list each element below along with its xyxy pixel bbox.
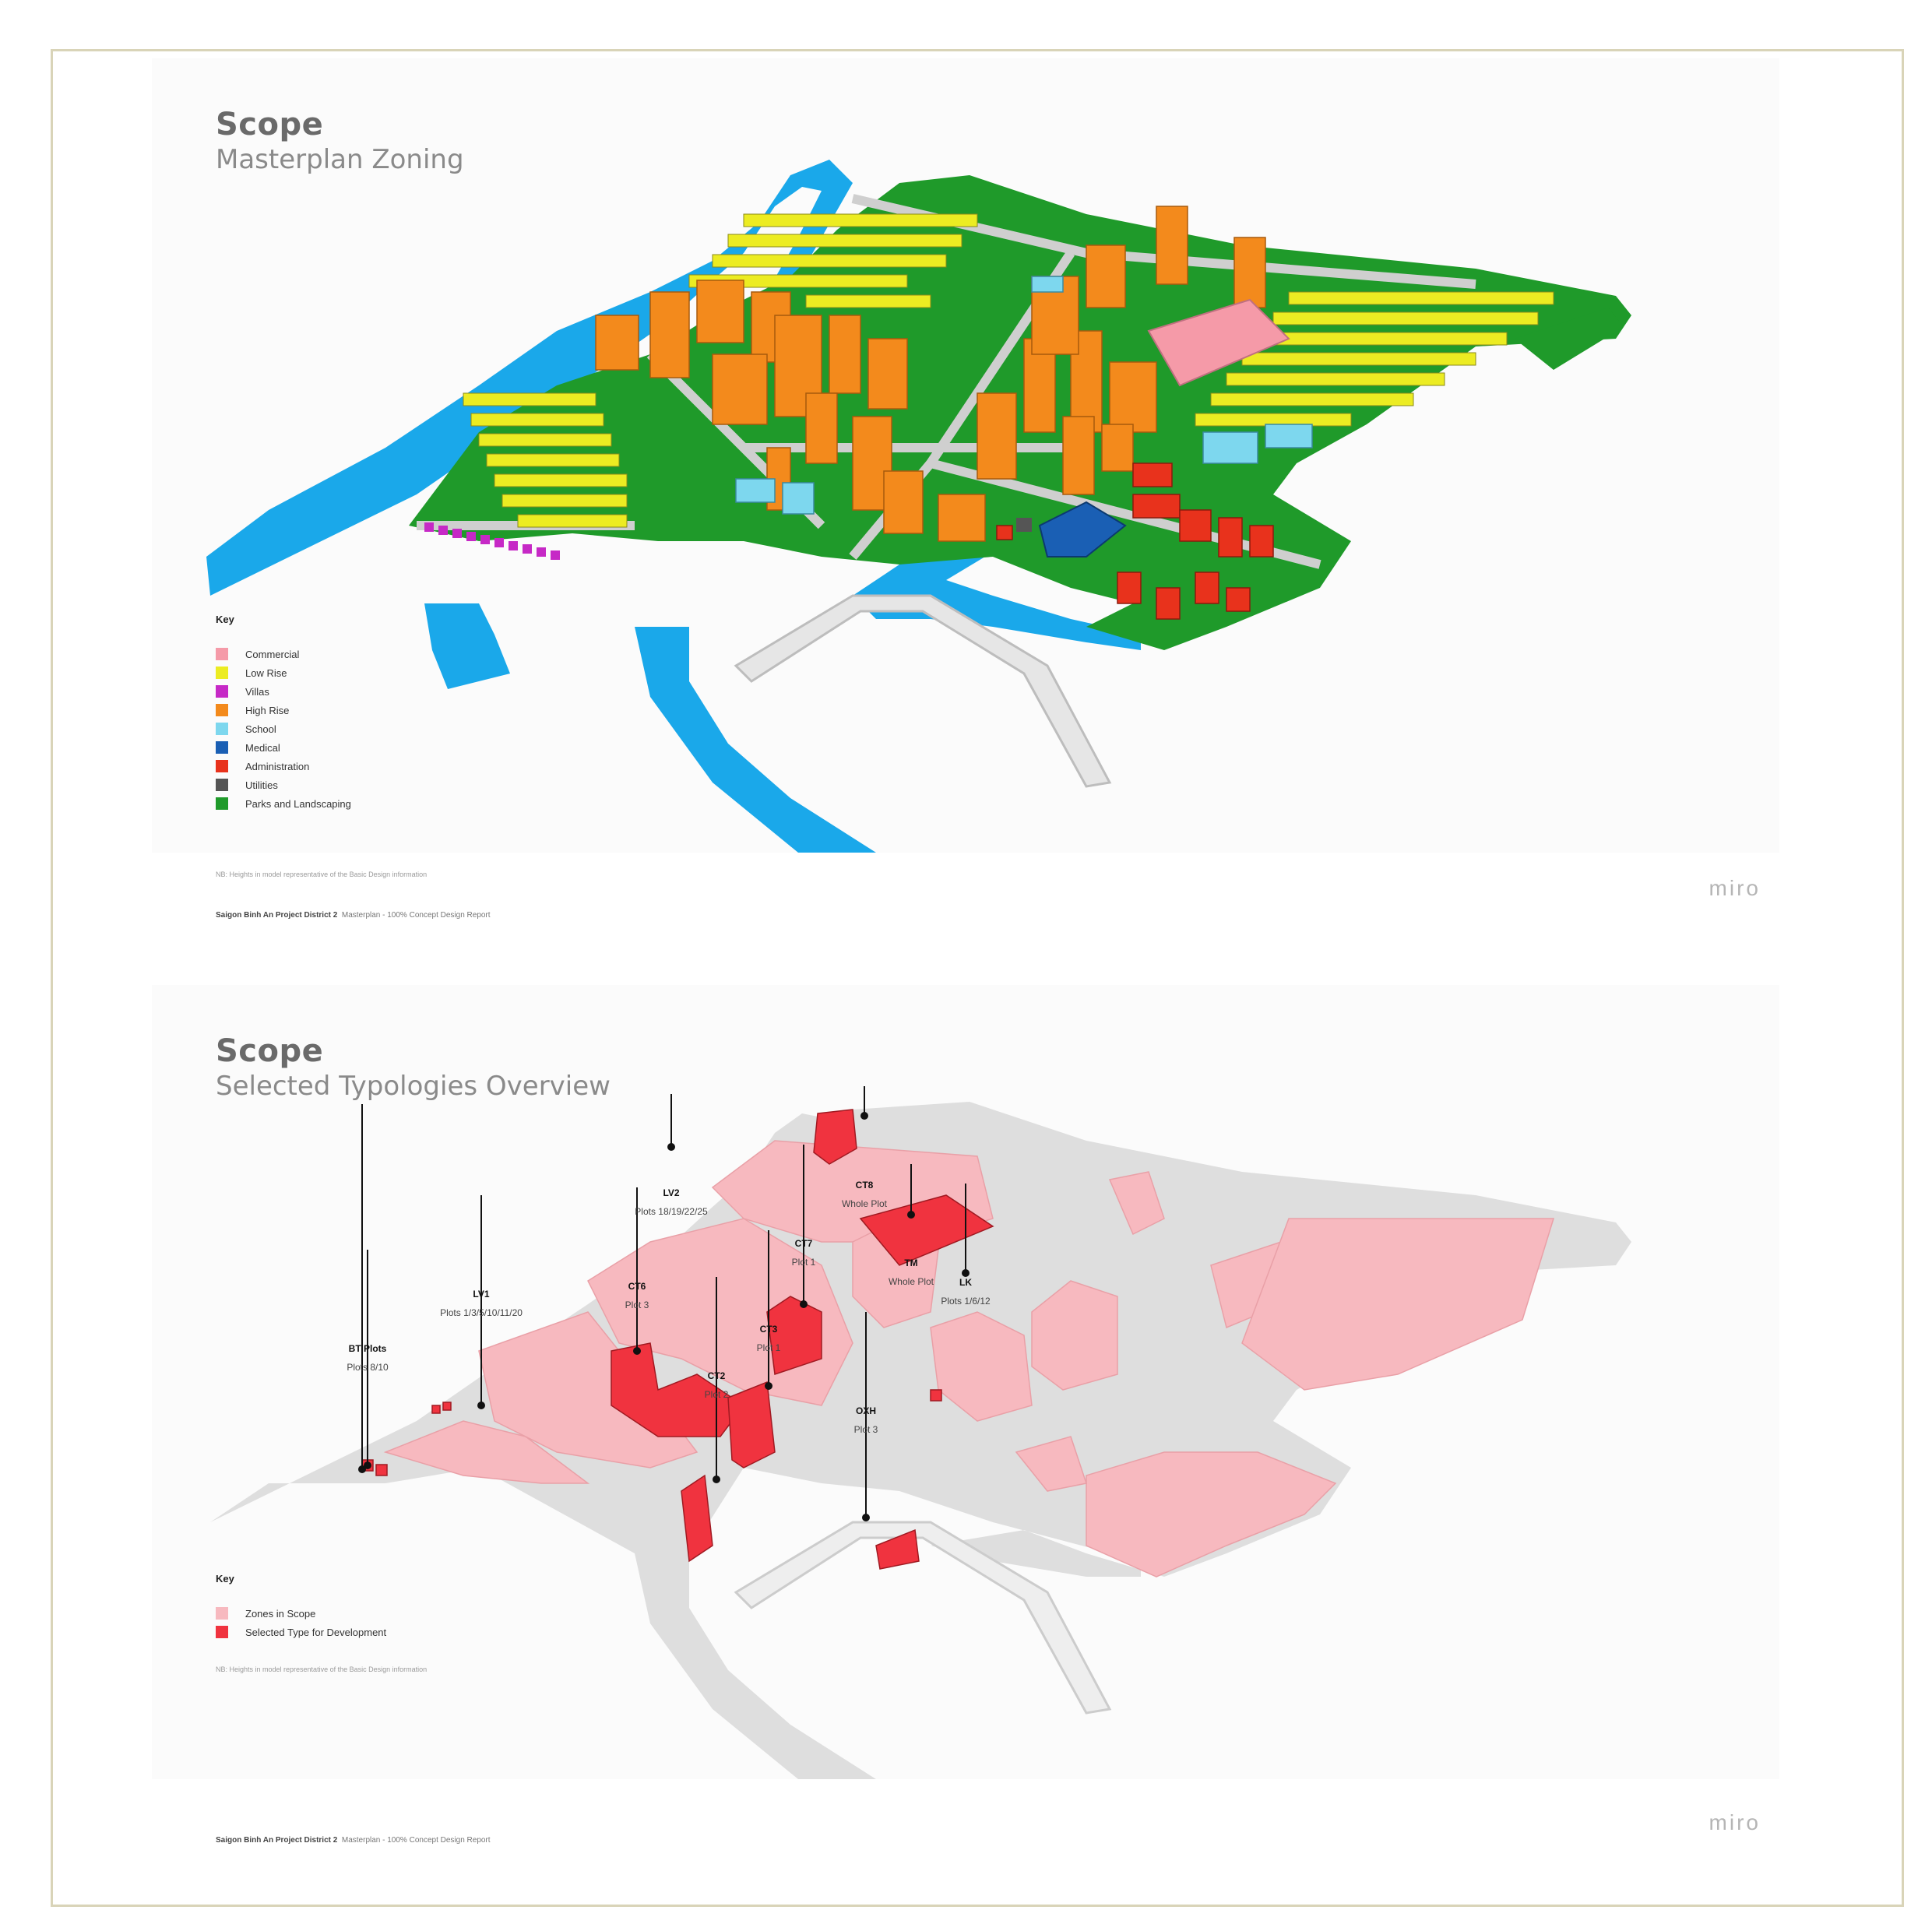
footer-project: Saigon Binh An Project District 2: [216, 911, 337, 920]
callout-sub: Plots 1/3/5/10/11/20: [440, 1307, 523, 1318]
callout-sub: Plot 3: [854, 1424, 878, 1435]
callout-name: CT8: [842, 1180, 887, 1191]
legend-swatch: [216, 685, 228, 698]
legend-swatch: [216, 723, 228, 735]
footer-report: Masterplan - 100% Concept Design Report: [342, 911, 491, 920]
callout-lines: [152, 985, 1779, 1779]
legend-item: Utilities: [216, 776, 351, 794]
callout-name: CT6: [625, 1281, 649, 1292]
legend-label: Parks and Landscaping: [245, 798, 351, 810]
slide-masterplan-zoning: Scope Masterplan Zoning Key Commercial L…: [152, 58, 1779, 853]
footer-project: Saigon Binh An Project District 2: [216, 1836, 337, 1845]
legend-swatch: [216, 741, 228, 754]
slide-subtitle: Masterplan Zoning: [216, 144, 464, 175]
callout-tm: TM Whole Plot: [889, 1257, 934, 1287]
miro-logo: miro: [1709, 876, 1761, 901]
typology-legend: Zones in Scope Selected Type for Develop…: [216, 1604, 386, 1641]
callout-lv2: LV2 Plots 18/19/22/25: [635, 1187, 707, 1217]
callout-sub: Whole Plot: [889, 1276, 934, 1287]
legend-item: High Rise: [216, 701, 351, 719]
legend-item: Selected Type for Development: [216, 1623, 386, 1641]
legend-swatch: [216, 779, 228, 791]
legend-label: School: [245, 723, 276, 735]
legend-swatch: [216, 1626, 228, 1638]
callout-name: BT Plots: [347, 1343, 388, 1354]
utilities-block: [1016, 518, 1032, 532]
legend-item: Parks and Landscaping: [216, 794, 351, 813]
footer-report: Masterplan - 100% Concept Design Report: [342, 1836, 491, 1845]
callout-sub: Plot 3: [625, 1300, 649, 1310]
callout-ct7: CT7 Plot 1: [792, 1238, 816, 1268]
callout-name: TM: [889, 1257, 934, 1268]
callout-name: CT3: [757, 1324, 781, 1335]
callout-name: OXH: [854, 1405, 878, 1416]
legend-label: Administration: [245, 761, 309, 772]
legend-item: Commercial: [216, 645, 351, 663]
heights-note: NB: Heights in model representative of t…: [216, 871, 427, 878]
callout-sub: Plots 18/19/22/25: [635, 1206, 707, 1217]
callout-ct3: CT3 Plot 1: [757, 1324, 781, 1353]
slide-title: Scope: [216, 1033, 323, 1069]
slide1-footer: Saigon Binh An Project District 2 Master…: [216, 911, 491, 920]
callout-name: LV2: [635, 1187, 707, 1198]
legend-label: Utilities: [245, 779, 278, 791]
legend-label: Zones in Scope: [245, 1608, 315, 1620]
legend-label: High Rise: [245, 705, 289, 716]
legend-item: Zones in Scope: [216, 1604, 386, 1623]
callout-name: LV1: [440, 1289, 523, 1300]
legend-swatch: [216, 760, 228, 772]
callout-name: LK: [941, 1277, 990, 1288]
slide-subtitle: Selected Typologies Overview: [216, 1071, 611, 1102]
callout-sub: Plots 8/10: [347, 1362, 388, 1373]
callout-ct8: CT8 Whole Plot: [842, 1180, 887, 1209]
legend-item: Medical: [216, 738, 351, 757]
legend-item: Low Rise: [216, 663, 351, 682]
river-branch-west: [424, 603, 510, 689]
slide-selected-typologies: Scope Selected Typologies Overview BT Pl…: [152, 985, 1779, 1779]
legend-swatch: [216, 667, 228, 679]
callout-name: CT7: [792, 1238, 816, 1249]
zoning-legend: Commercial Low Rise Villas High Rise Sch…: [216, 645, 351, 813]
legend-label: Low Rise: [245, 667, 287, 679]
legend-item: School: [216, 719, 351, 738]
legend-item: Villas: [216, 682, 351, 701]
callout-lv1: LV1 Plots 1/3/5/10/11/20: [440, 1289, 523, 1318]
legend-label: Villas: [245, 686, 269, 698]
land-base: [409, 175, 1631, 650]
legend-label: Selected Type for Development: [245, 1627, 386, 1638]
legend-label: Commercial: [245, 649, 299, 660]
heights-note: NB: Heights in model representative of t…: [216, 1665, 427, 1673]
callout-sub: Whole Plot: [842, 1198, 887, 1209]
legend-label: Medical: [245, 742, 280, 754]
legend-swatch: [216, 1607, 228, 1620]
key-title: Key: [216, 1573, 234, 1585]
callout-oxh: OXH Plot 3: [854, 1405, 878, 1435]
callout-lk: LK Plots 1/6/12: [941, 1277, 990, 1307]
miro-logo: miro: [1709, 1810, 1761, 1835]
legend-item: Administration: [216, 757, 351, 776]
masterplan-zoning-map: [152, 58, 1779, 853]
legend-swatch: [216, 704, 228, 716]
callout-name: CT2: [705, 1370, 729, 1381]
key-title: Key: [216, 614, 234, 625]
callout-ct2: CT2 Plot 2: [705, 1370, 729, 1400]
callout-sub: Plot 1: [792, 1257, 816, 1268]
callout-bt-plots: BT Plots Plots 8/10: [347, 1343, 388, 1373]
callout-ct6: CT6 Plot 3: [625, 1281, 649, 1310]
legend-swatch: [216, 797, 228, 810]
callout-sub: Plot 1: [757, 1342, 781, 1353]
slide2-footer: Saigon Binh An Project District 2 Master…: [216, 1836, 491, 1845]
legend-swatch: [216, 648, 228, 660]
callout-sub: Plots 1/6/12: [941, 1296, 990, 1307]
callout-sub: Plot 2: [705, 1389, 729, 1400]
slide-title: Scope: [216, 107, 323, 142]
